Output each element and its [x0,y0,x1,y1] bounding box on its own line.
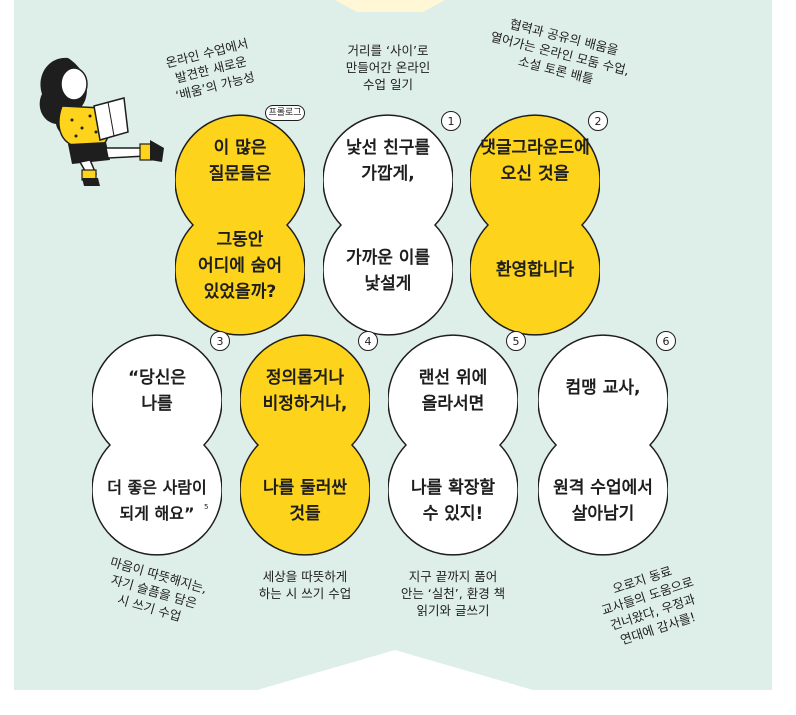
number-badge: 4 [358,331,378,351]
card-title-bottom: 나를 둘러싼 것들 [262,478,348,524]
pill-shape [240,334,370,556]
girl-reading-icon [39,57,164,186]
caption-5: 지구 끝까지 품어 안는 ‘실천’, 환경 책 읽기와 글쓰기 [400,569,506,618]
card-title-top: 컴맹 교사, [565,378,641,398]
card-prologue: 프롤로그 이 많은 질문들은 그동안 어디에 숨어 있었을까? [175,105,305,345]
top-tab-decoration [335,0,445,12]
number-badge: 5 [506,331,526,351]
card-title-top: 낯선 친구를 가깝게, [345,138,431,184]
card-title-top: 이 많은 질문들은 [208,138,272,184]
card-5: 5 랜선 위에 올라서면 나를 확장할 수 있지! [388,325,526,565]
pill-shape [470,114,600,336]
card-title-bottom: 환영합니다 [495,260,575,280]
card-title-bottom: 나를 확장할 수 있지! [410,478,496,524]
card-4: 4 정의롭거나 비정하거나, 나를 둘러싼 것들 [240,325,378,565]
prologue-tag: 프롤로그 [265,105,305,121]
number-badge: 3 [210,331,230,351]
card-title-bottom: 가까운 이를 낯설게 [345,248,431,294]
card-title-bottom: 더 좋은 사람이 되게 해요” [107,478,207,523]
card-title-bottom: 원격 수업에서 살아남기 [553,478,653,524]
card-3: 3 “당신은 나를 더 좋은 사람이 되게 해요” 5 [92,325,230,565]
number-badge: 6 [656,331,676,351]
number-badge: 1 [441,111,461,131]
card-6: 6 컴맹 교사, 원격 수업에서 살아남기 [538,325,676,565]
caption-4: 세상을 따뜻하게 하는 시 쓰기 수업 [258,569,352,601]
footnote-mark: 5 [204,503,209,511]
number-badge: 2 [588,111,608,131]
pill-shape [388,334,518,556]
caption-1: 거리를 ‘사이’로 만들어간 온라인 수업 일기 [345,43,431,92]
card-title-top: 랜선 위에 올라서면 [418,368,488,414]
pill-shape [323,114,453,336]
card-title-top: “당신은 나를 [127,368,187,414]
pill-shape [175,114,305,336]
pill-shape [92,334,222,556]
pill-shape [538,334,668,556]
card-title-top: 댓글그라운드에 오신 것을 [480,138,590,184]
card-1: 1 낯선 친구를 가깝게, 가까운 이를 낯설게 [323,105,461,345]
card-title-bottom: 그동안 어디에 숨어 있었을까? [197,230,283,302]
card-title-top: 정의롭거나 비정하거나, [262,368,348,414]
card-2: 2 댓글그라운드에 오신 것을 환영합니다 [470,105,608,345]
